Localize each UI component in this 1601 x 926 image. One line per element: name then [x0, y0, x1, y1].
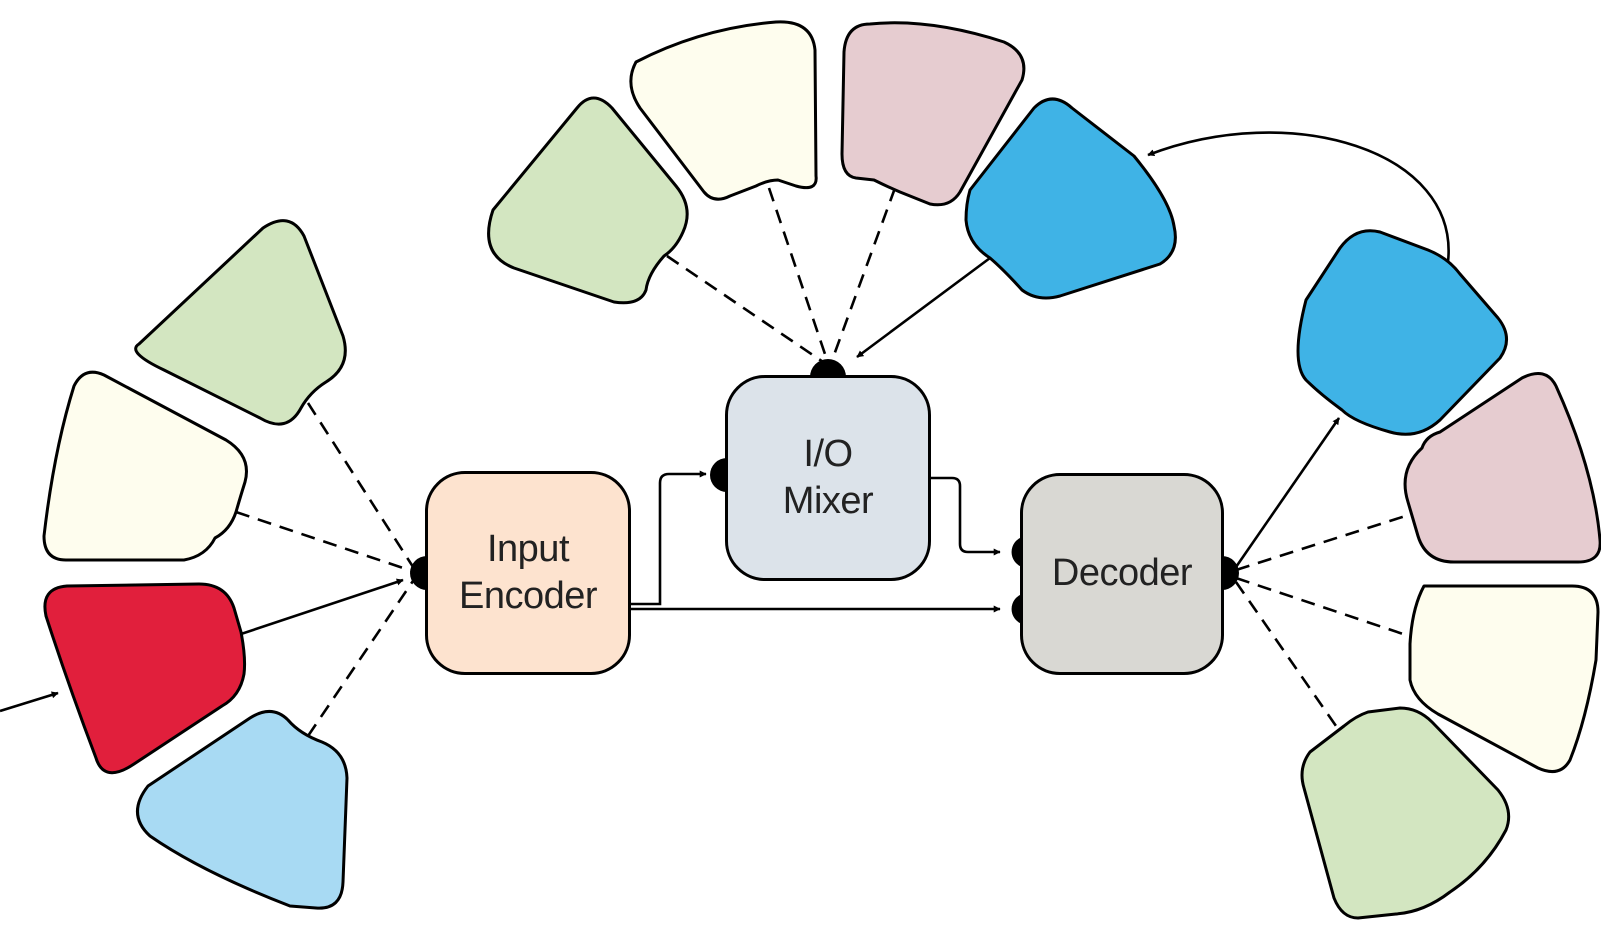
connector-encoder-to-mixer: [631, 470, 707, 606]
left-pad-cream: [42, 370, 248, 562]
top-pad-green: [487, 96, 689, 305]
mixer-left-port: [710, 458, 727, 492]
connector-top-pink: [828, 187, 897, 367]
connector-left-green: [306, 402, 417, 571]
right-pad-blue: [1296, 229, 1508, 436]
input-encoder-node: Input Encoder: [425, 471, 631, 675]
right-pad-cream: [1408, 584, 1600, 774]
left-pad-green: [134, 219, 347, 426]
right-pad-green: [1300, 706, 1511, 920]
decoder-output-port: [1222, 556, 1239, 590]
connector-right-blue: [1234, 417, 1341, 568]
connector-top-cream: [767, 187, 831, 367]
connector-top-green: [666, 254, 830, 368]
top-pad-cream: [629, 20, 818, 201]
right-pad-pink: [1403, 372, 1601, 564]
external-input-arrow: [0, 691, 59, 713]
connector-right-pink: [1235, 510, 1419, 572]
left-pad-lightblue: [136, 710, 349, 910]
connector-right-green: [1234, 581, 1345, 737]
input-encoder-label-line1: Input: [486, 527, 570, 570]
connector-top-blue: [856, 256, 991, 359]
connector-left-cream: [235, 510, 416, 574]
decoder-bottom-port: [1011, 594, 1022, 624]
top-pad-blue: [964, 97, 1177, 300]
io-mixer-label-line1: I/O: [803, 432, 853, 475]
connector-mixer-to-decoder: [931, 476, 1001, 556]
left-pad-red: [43, 582, 247, 775]
feedback-loop-arrow: [1147, 131, 1450, 263]
connector-left-red: [231, 578, 404, 639]
connector-right-cream: [1235, 576, 1419, 641]
decoder-top-port: [1011, 537, 1022, 567]
connector-left-lightblue: [306, 577, 417, 737]
decoder-node: Decoder: [1020, 473, 1224, 675]
decoder-label: Decoder: [1051, 552, 1193, 595]
io-mixer-label-line2: Mixer: [782, 480, 874, 522]
mixer-top-port: [810, 359, 846, 377]
top-pad-pink: [840, 21, 1026, 207]
encoder-input-port: [410, 556, 427, 590]
input-encoder-label-line2: Encoder: [458, 575, 598, 617]
io-mixer-node: I/O Mixer: [725, 375, 931, 581]
